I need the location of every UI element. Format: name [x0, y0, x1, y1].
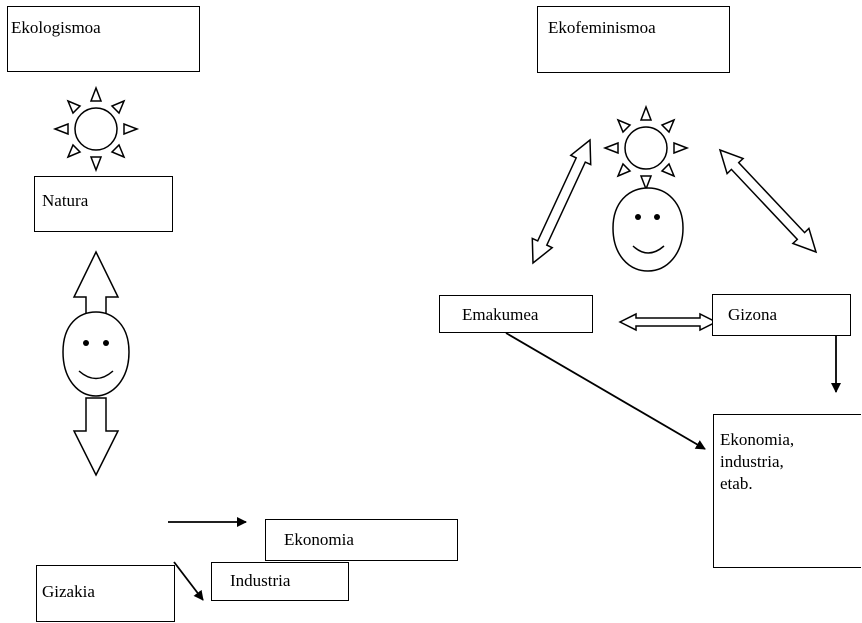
box-natura: Natura [34, 176, 173, 232]
label-ekonomia-line1: Ekonomia, [720, 430, 795, 449]
label-ekonomia-line3: etab. [720, 474, 753, 493]
title-ekofeminismoa: Ekofeminismoa [548, 18, 656, 37]
label-natura: Natura [42, 191, 89, 210]
box-gizona: Gizona [712, 294, 851, 336]
face-icon-left [62, 311, 130, 397]
title-ekologismoa: Ekologismoa [11, 18, 101, 37]
label-emakumea: Emakumea [462, 305, 539, 324]
box-emakumea: Emakumea [439, 295, 593, 333]
double-arrow-sun-man [718, 148, 818, 254]
label-ekonomia-left: Ekonomia [284, 530, 354, 549]
sun-icon-left [52, 85, 140, 173]
double-arrow-sun-woman [531, 138, 592, 265]
label-industria: Industria [230, 571, 291, 590]
face-icon-right [612, 187, 684, 272]
title-box-ekofeminismoa: Ekofeminismoa [537, 6, 730, 73]
label-ekonomia-line2: industria, [720, 452, 784, 471]
box-ekonomia-right: Ekonomia, industria, etab. [713, 414, 861, 568]
box-ekonomia-left: Ekonomia [265, 519, 458, 561]
double-arrow-woman-man [618, 312, 718, 332]
sun-icon-right [602, 104, 690, 192]
box-industria: Industria [211, 562, 349, 601]
title-box-ekologismoa: Ekologismoa [7, 6, 200, 72]
arrow-to-industry [173, 561, 204, 601]
arrow-woman-to-economy [505, 332, 706, 450]
label-gizakia: Gizakia [42, 582, 95, 601]
label-gizona: Gizona [728, 305, 778, 324]
box-gizakia: Gizakia [36, 565, 175, 622]
